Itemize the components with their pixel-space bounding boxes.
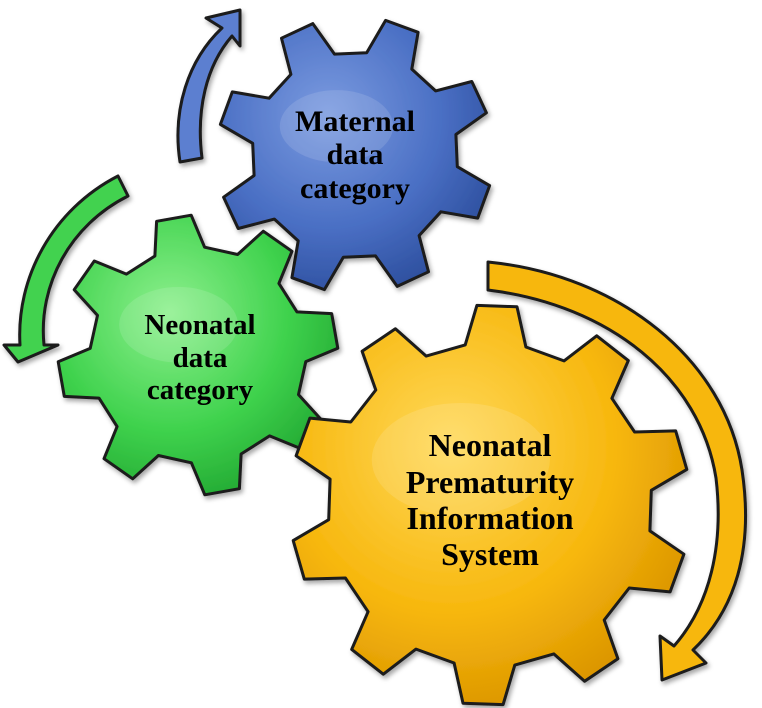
maternal-line-1: Maternal xyxy=(295,104,415,138)
system-gear-body xyxy=(291,303,689,707)
system-line-3: Information xyxy=(406,500,574,536)
system-line-4: System xyxy=(441,536,539,573)
neonatal-prematurity-information-system-label: Neonatal Prematurity Information System xyxy=(375,420,605,580)
neonatal-line-3: category xyxy=(146,374,254,407)
blue-cycle-arrow xyxy=(176,8,242,164)
maternal-line-3: category xyxy=(300,171,410,205)
neonatal-data-category-label: Neonatal data category xyxy=(100,298,300,418)
system-line-2: Prematurity xyxy=(405,463,575,500)
maternal-data-category-label: Maternal data category xyxy=(255,95,455,215)
system-gear-highlight xyxy=(371,402,550,517)
system-line-1: Neonatal xyxy=(428,427,552,464)
yellow-cycle-arrow xyxy=(486,260,748,682)
maternal-gear-body xyxy=(218,18,492,292)
maternal-gear-highlight xyxy=(279,90,394,163)
maternal-line-2: data xyxy=(326,138,384,172)
neonatal-line-2: data xyxy=(172,341,228,374)
neonatal-gear-highlight xyxy=(119,286,238,363)
neonatal-gear xyxy=(56,213,340,497)
system-gear xyxy=(291,303,689,707)
green-cycle-arrow xyxy=(2,174,130,364)
maternal-gear xyxy=(218,18,492,292)
neonatal-gear-body xyxy=(56,213,340,497)
neonatal-line-1: Neonatal xyxy=(144,309,256,342)
